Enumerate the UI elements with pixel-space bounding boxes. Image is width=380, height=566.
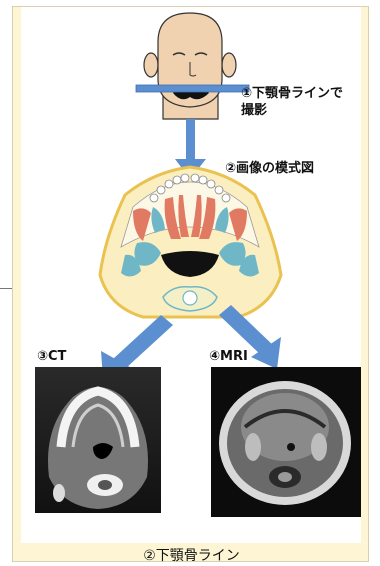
step1-label-line2: 撮影 (241, 103, 267, 119)
mri-image (211, 367, 361, 517)
figure-caption: ②下顎骨ライン (13, 545, 370, 565)
step2-label: ②画像の模式図 (225, 161, 314, 177)
scan-line (136, 85, 249, 92)
figure-panel: ①下顎骨ラインで 撮影 ②画像の模式図 ③CT ④MRI ②下顎骨ライン (12, 6, 369, 562)
divider-line (0, 288, 12, 289)
step4-label: ④MRI (209, 349, 248, 365)
ct-image (35, 367, 161, 513)
schematic-diagram (100, 167, 281, 317)
head-icon (144, 13, 236, 119)
step1-label-line1: ①下顎骨ラインで (241, 86, 343, 102)
step3-label: ③CT (37, 349, 66, 365)
